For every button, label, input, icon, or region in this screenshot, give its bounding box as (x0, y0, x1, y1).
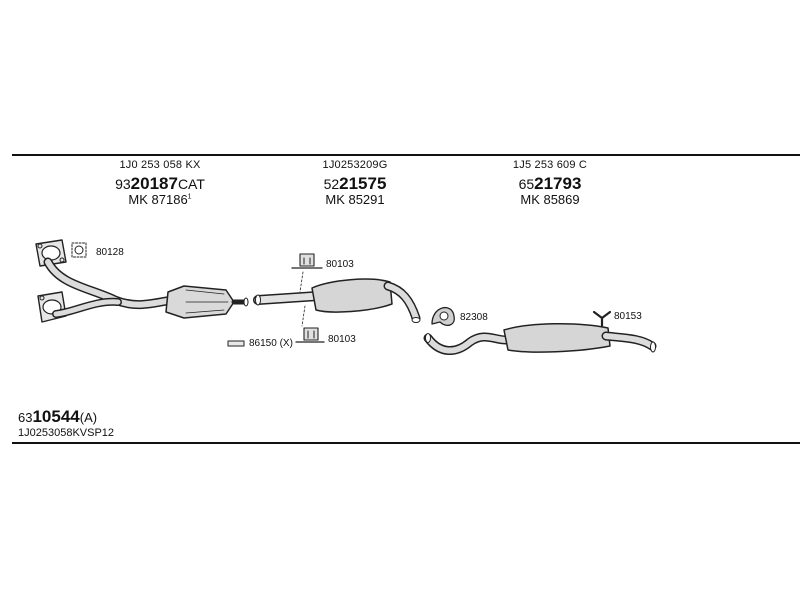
oe-number: 1J5 253 609 C (512, 159, 588, 171)
manifold-flange-upper (35, 239, 67, 267)
mk-number: MK 871861 (128, 192, 192, 208)
top-rule (12, 154, 800, 156)
rubber-hanger-icon (431, 306, 455, 327)
clamp-upper-label: 80103 (326, 259, 354, 270)
kit-block: 6310544(A) 1J0253058KVSP12 (18, 407, 115, 439)
front-pipe-with-catalyst (43, 257, 249, 319)
part-number: 9320187CAT (115, 173, 205, 193)
pipe-label: 86150 (X) (249, 338, 293, 349)
gasket-label: 80128 (96, 247, 124, 258)
bracket-label: 80153 (614, 311, 642, 322)
column-header-catalyst: 1J0 253 058 KX 9320187CAT MK 871861 (65, 159, 255, 208)
middle-silencer (311, 278, 421, 323)
mk-number: MK 85869 (520, 192, 580, 208)
oe-number: 1J0253209G (322, 159, 388, 171)
part-number: 5221575 (323, 173, 387, 193)
intermediate-pipe (253, 291, 323, 306)
mk-number: MK 85291 (325, 192, 385, 208)
column-header-middle-silencer: 1J0253209G 5221575 MK 85291 (260, 159, 450, 208)
oe-number: 1J0 253 058 KX (119, 159, 201, 171)
bracket-icon (592, 310, 612, 328)
bottom-rule (12, 442, 800, 444)
clamp-lower-icon (295, 327, 325, 343)
kit-part-number: 6310544(A) (18, 407, 98, 426)
pipe-piece-icon (227, 340, 245, 347)
manifold-flange-lower (37, 291, 67, 323)
clamp-lower-label: 80103 (328, 334, 356, 345)
gasket-icon (71, 242, 87, 258)
kit-code: 1J0253058KVSP12 (18, 426, 115, 439)
rear-silencer (423, 322, 657, 355)
column-header-rear-silencer: 1J5 253 609 C 6521793 MK 85869 (455, 159, 645, 208)
clamp-upper-icon (291, 253, 323, 269)
hanger-label: 82308 (460, 312, 488, 323)
part-number: 6521793 (518, 173, 582, 193)
